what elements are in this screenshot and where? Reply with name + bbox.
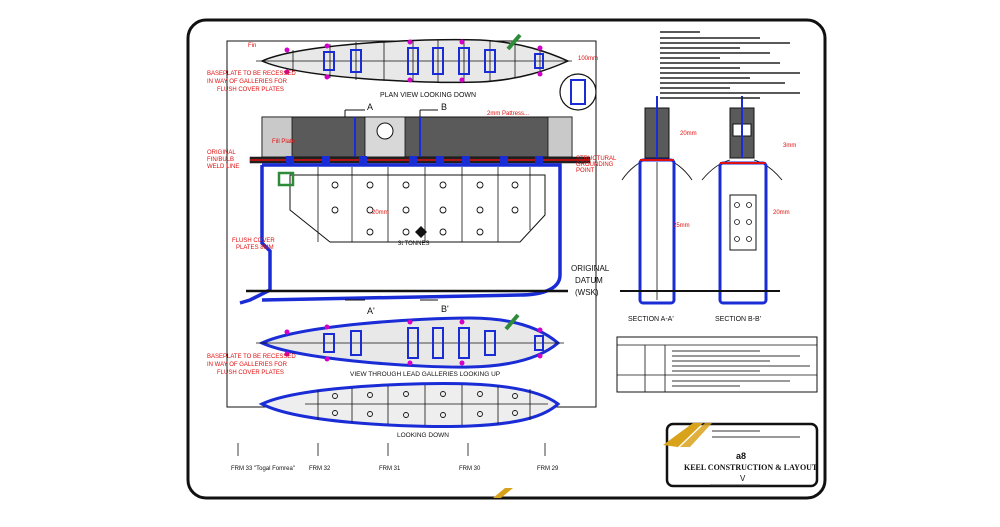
detail-callout-circle [559, 73, 597, 111]
plan-baseplate-note-2: IN WAY OF GALLERIES FOR [207, 79, 288, 85]
bottom-holes [332, 391, 518, 418]
lead-baseplate-note-1: BASEPLATE TO BE RECESSED [207, 354, 296, 360]
section-b-dim-3: 3mm [783, 143, 796, 149]
datum-note-3: (WSK) [575, 288, 599, 297]
bottom-hull-outline [258, 382, 561, 428]
footer-logo [493, 488, 513, 498]
keel-rib-lines [317, 167, 531, 242]
lead-view-title: VIEW THROUGH LEAD GALLERIES LOOKING UP [350, 371, 500, 378]
keel-bulb-outline [239, 163, 562, 305]
title-block: a8 KEEL CONSTRUCTION & LAYOUT V [663, 422, 819, 488]
plan-dim-label: 100mm [578, 56, 598, 62]
plan-view: Fin 100mm PLAN VIEW LOOKING DOWN BASEPLA… [207, 33, 598, 111]
section-a-dim-20: 20mm [680, 131, 697, 137]
bottom-view: LOOKING DOWN [258, 382, 561, 439]
lead-hull-outline [258, 316, 561, 369]
fin-weld-note-1: ORIGINAL [207, 150, 236, 156]
plan-weld-points [284, 39, 543, 83]
section-a-marker: A [367, 102, 373, 112]
fin-block-area [261, 116, 573, 158]
plan-baseplate-note-1: BASEPLATE TO BE RECESSED [207, 71, 296, 77]
section-a-view: 20mm 25mm SECTION A-A' [621, 96, 697, 323]
elevation-view: A B A' B' ORIGINAL FIN/BULB WELD LINE Fi… [207, 102, 617, 316]
company-logo [663, 423, 703, 447]
section-b-dim-20: 20mm [773, 210, 790, 216]
datum-note-2: DATUM [575, 276, 603, 285]
fin-light-panel-right [547, 116, 573, 158]
grounding-note-1: STRUCTURAL [576, 156, 617, 162]
frame-label-33: FRM 33 "Togal Fomrea" [231, 466, 295, 472]
fin-lifting-eye [376, 122, 394, 140]
lead-baseplate-note-3: FLUSH COVER PLATES [217, 370, 284, 376]
weight-note: 3t TONNES [398, 241, 429, 247]
lead-weld-points [284, 319, 543, 366]
section-b-marker: B [441, 102, 447, 112]
plan-view-title: PLAN VIEW LOOKING DOWN [380, 92, 476, 99]
detail-callout-bolt [570, 79, 586, 105]
bottom-view-title: LOOKING DOWN [397, 432, 449, 439]
lead-gallery-markers [323, 327, 544, 359]
flush-cover-marker [277, 171, 295, 187]
title-block-frame [665, 422, 819, 488]
keel-lightening-holes [331, 181, 519, 236]
flush-cover-note-1: FLUSH COVER [232, 238, 275, 244]
fin-weld-note-3: WELD LINE [207, 164, 239, 170]
frame-label-29: FRM 29 [537, 466, 559, 472]
fin-weld-note-2: FIN/BULB [207, 157, 234, 163]
section-b-title: SECTION B-B' [715, 316, 761, 323]
section-a-title: SECTION A-A' [628, 316, 674, 323]
lead-galleries-view: VIEW THROUGH LEAD GALLERIES LOOKING UP B… [207, 313, 564, 378]
weight-symbol [415, 226, 427, 238]
fill-plate-note: Fill Plate [272, 139, 296, 145]
frame-label-31: FRM 31 [379, 466, 401, 472]
section-b-holes [734, 202, 752, 242]
cover-plate-note: 2mm Pattress... [487, 111, 529, 117]
plan-green-marker [506, 33, 522, 51]
section-b-prime-marker: B' [441, 304, 449, 314]
section-a-dim-25: 25mm [673, 223, 690, 229]
frame-markers: FRM 33 "Togal Fomrea" FRM 32 FRM 31 FRM … [231, 443, 559, 472]
keel-bulb-body [289, 174, 546, 243]
fin-light-panel-left [261, 116, 293, 158]
frame-label-32: FRM 32 [309, 466, 331, 472]
plan-baseplate-note-3: FLUSH COVER PLATES [217, 87, 284, 93]
drawing-title: KEEL CONSTRUCTION & LAYOUT [684, 463, 818, 472]
section-a-prime-marker: A' [367, 306, 375, 316]
flush-cover-note-2: PLATES 8MM [236, 245, 274, 251]
revision-letter: V [740, 474, 746, 483]
revision-table [616, 336, 818, 393]
sheet-border [186, 18, 827, 500]
frame-label-30: FRM 30 [459, 466, 481, 472]
plan-gallery-markers [323, 47, 544, 75]
lead-baseplate-note-2: IN WAY OF GALLERIES FOR [207, 362, 288, 368]
weld-bolt-markers [286, 156, 543, 166]
datum-note-1: ORIGINAL [571, 264, 610, 273]
grounding-note-2: GROUNDING [576, 162, 614, 168]
lead-green-marker [504, 313, 520, 331]
plan-fin-label: Fin [248, 43, 256, 49]
elevation-dim-20mm: 20mm [372, 210, 389, 216]
grounding-note-3: POINT [576, 168, 595, 174]
section-b-view: 3mm 20mm SECTION B-B' [701, 96, 796, 323]
sheet-number: a8 [736, 451, 746, 461]
general-notes [660, 31, 800, 99]
section-b-body [718, 161, 768, 305]
bottom-rib-lines [317, 385, 531, 425]
